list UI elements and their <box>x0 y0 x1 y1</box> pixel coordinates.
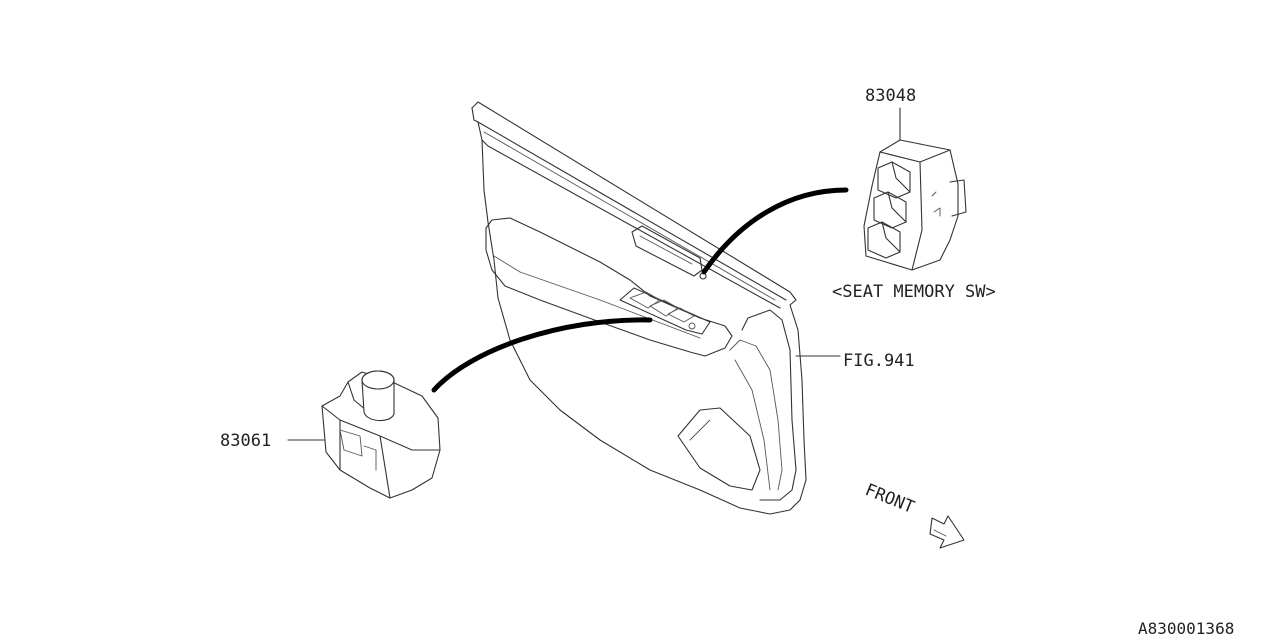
front-direction-label: FRONT <box>862 480 917 518</box>
harness-wire-upper <box>701 187 849 275</box>
door-trim-panel <box>471 101 841 515</box>
figure-reference: FIG.941 <box>843 351 915 371</box>
seat-memory-switch <box>863 107 967 271</box>
mirror-switch <box>287 370 441 499</box>
diagram-code: A830001368 <box>1138 619 1234 638</box>
front-direction-arrow <box>929 515 965 549</box>
front-arrow-icon <box>929 515 965 549</box>
part-number-83048: 83048 <box>865 86 916 106</box>
harness-wire-lower <box>431 317 653 393</box>
seat-memory-caption: <SEAT MEMORY SW> <box>832 282 996 302</box>
part-number-83061: 83061 <box>220 431 271 451</box>
